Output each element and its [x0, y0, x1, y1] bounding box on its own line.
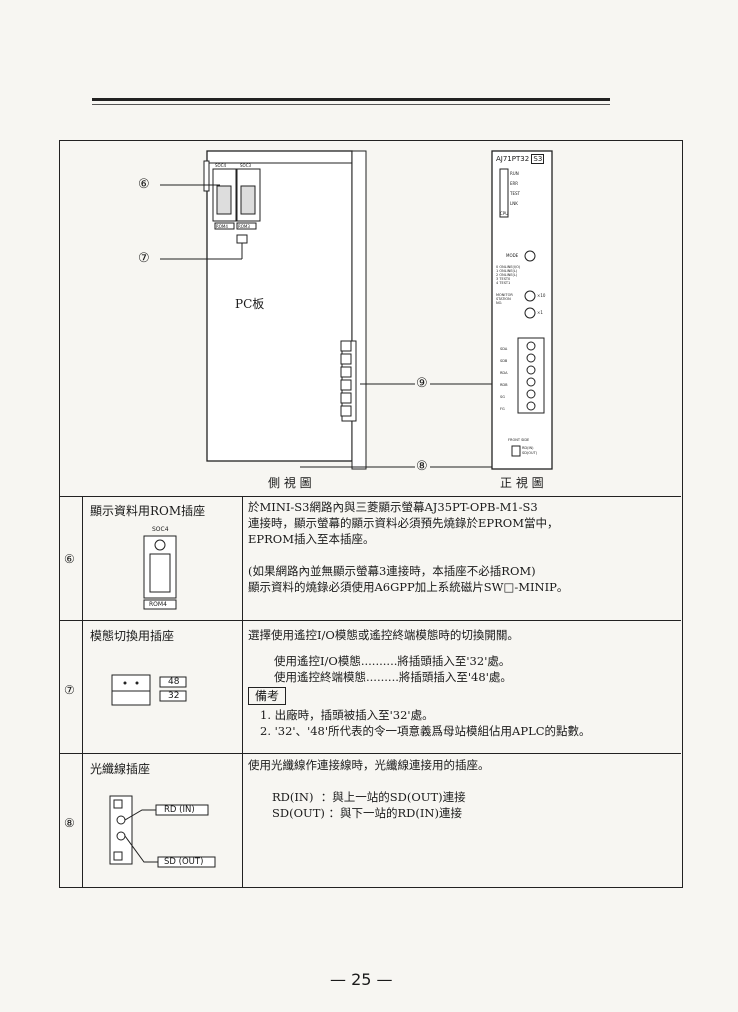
pc-board-label: PC板 — [235, 297, 265, 311]
mode-label-48: 48 — [168, 677, 180, 687]
callout-9: ⑨ — [416, 376, 428, 391]
table-row-fiber-socket: ⑧ 光纖線插座 RD (IN) SD (OUT) 使用光纖線作連接線時，光纖線連… — [60, 754, 681, 887]
row-number: ⑥ — [64, 552, 75, 566]
soc4-diagram-label: SOC4 — [152, 526, 169, 533]
note-title: 備考 — [248, 687, 287, 705]
callout-7: ⑦ — [138, 251, 150, 266]
front-bottom: RD(IN) SD(OUT) — [522, 446, 538, 455]
row-description: 選擇使用遙控I/O模態或遙控終端模態時的切換開關。 使用遙控I/O模態.....… — [248, 628, 591, 738]
rom-label-rom3: ROM3 — [238, 224, 250, 229]
row-name: 顯示資料用ROM插座 — [90, 504, 206, 518]
front-side: FRONT SIDE — [508, 438, 530, 442]
module-model: AJ71PT32 S3 — [496, 154, 545, 164]
front-x10: ×10 — [537, 293, 546, 298]
front-monitor-station: MONITOR STATION NO. — [496, 293, 513, 305]
front-cpu: CPU — [500, 211, 509, 216]
rom-label-rom4: ROM4 — [216, 224, 228, 229]
header-rule-thin — [92, 104, 610, 105]
module-drawing — [160, 150, 553, 470]
mode-switch-diagram — [111, 674, 187, 706]
front-mode-items: 0 ONLINE(I/O) 1 ONLINE(L) 2 ONLINE(L) 3 … — [496, 265, 521, 285]
row-name: 光纖線插座 — [90, 762, 151, 776]
front-test: TEST — [510, 191, 520, 196]
content-frame: ⑥ ⑦ ⑨ ⑧ PC板 側 視 圖 正 視 圖 AJ71PT32 S3 SOC4… — [59, 140, 683, 888]
sd-out-label: SD (OUT) — [164, 857, 204, 867]
mode-label-32: 32 — [168, 691, 180, 701]
row-description: 使用光纖線作連接線時，光纖線連接用的插座。 RD(IN) ：與上一站的SD(OU… — [248, 758, 490, 820]
socket-label-soc4: SOC4 — [215, 163, 227, 168]
callout-8: ⑧ — [416, 459, 428, 474]
rom4-diagram-label: ROM4 — [149, 601, 167, 608]
module-figure: ⑥ ⑦ ⑨ ⑧ PC板 側 視 圖 正 視 圖 AJ71PT32 S3 SOC4… — [60, 141, 681, 497]
row-description: 於MINI-S3網路內與三菱顯示螢幕AJ35PT-OPB-M1-S3 連接時，顯… — [248, 500, 569, 594]
front-lnk: LNK — [510, 201, 518, 206]
fiber-socket-diagram — [109, 795, 216, 868]
front-view-label: 正 視 圖 — [500, 476, 544, 490]
table-row-mode-switch: ⑦ 模態切換用插座 48 32 選擇使用遙控I/O模態或遙控終端模態時的切換開關… — [60, 621, 681, 754]
front-mode: MODE — [506, 253, 519, 258]
front-terminals: SDA SDB RDA RDB SG FG — [500, 347, 508, 411]
front-run: RUN — [510, 171, 519, 176]
rd-in-label: RD (IN) — [164, 805, 195, 815]
rom-socket-diagram — [143, 535, 177, 610]
table-row-rom-socket: ⑥ 顯示資料用ROM插座 SOC4 ROM4 於MINI-S3網路內與三菱顯示螢… — [60, 496, 681, 621]
row-number: ⑦ — [64, 683, 75, 697]
front-err: ERR — [510, 181, 519, 186]
page-number: — 25 — — [330, 970, 393, 989]
callout-6: ⑥ — [138, 177, 150, 192]
header-rule — [92, 98, 610, 101]
front-x1: ×1 — [537, 310, 543, 315]
row-name: 模態切換用插座 — [90, 629, 175, 643]
side-view-label: 側 視 圖 — [268, 476, 312, 490]
socket-label-soc3: SOC3 — [240, 163, 252, 168]
row-number: ⑧ — [64, 816, 75, 830]
